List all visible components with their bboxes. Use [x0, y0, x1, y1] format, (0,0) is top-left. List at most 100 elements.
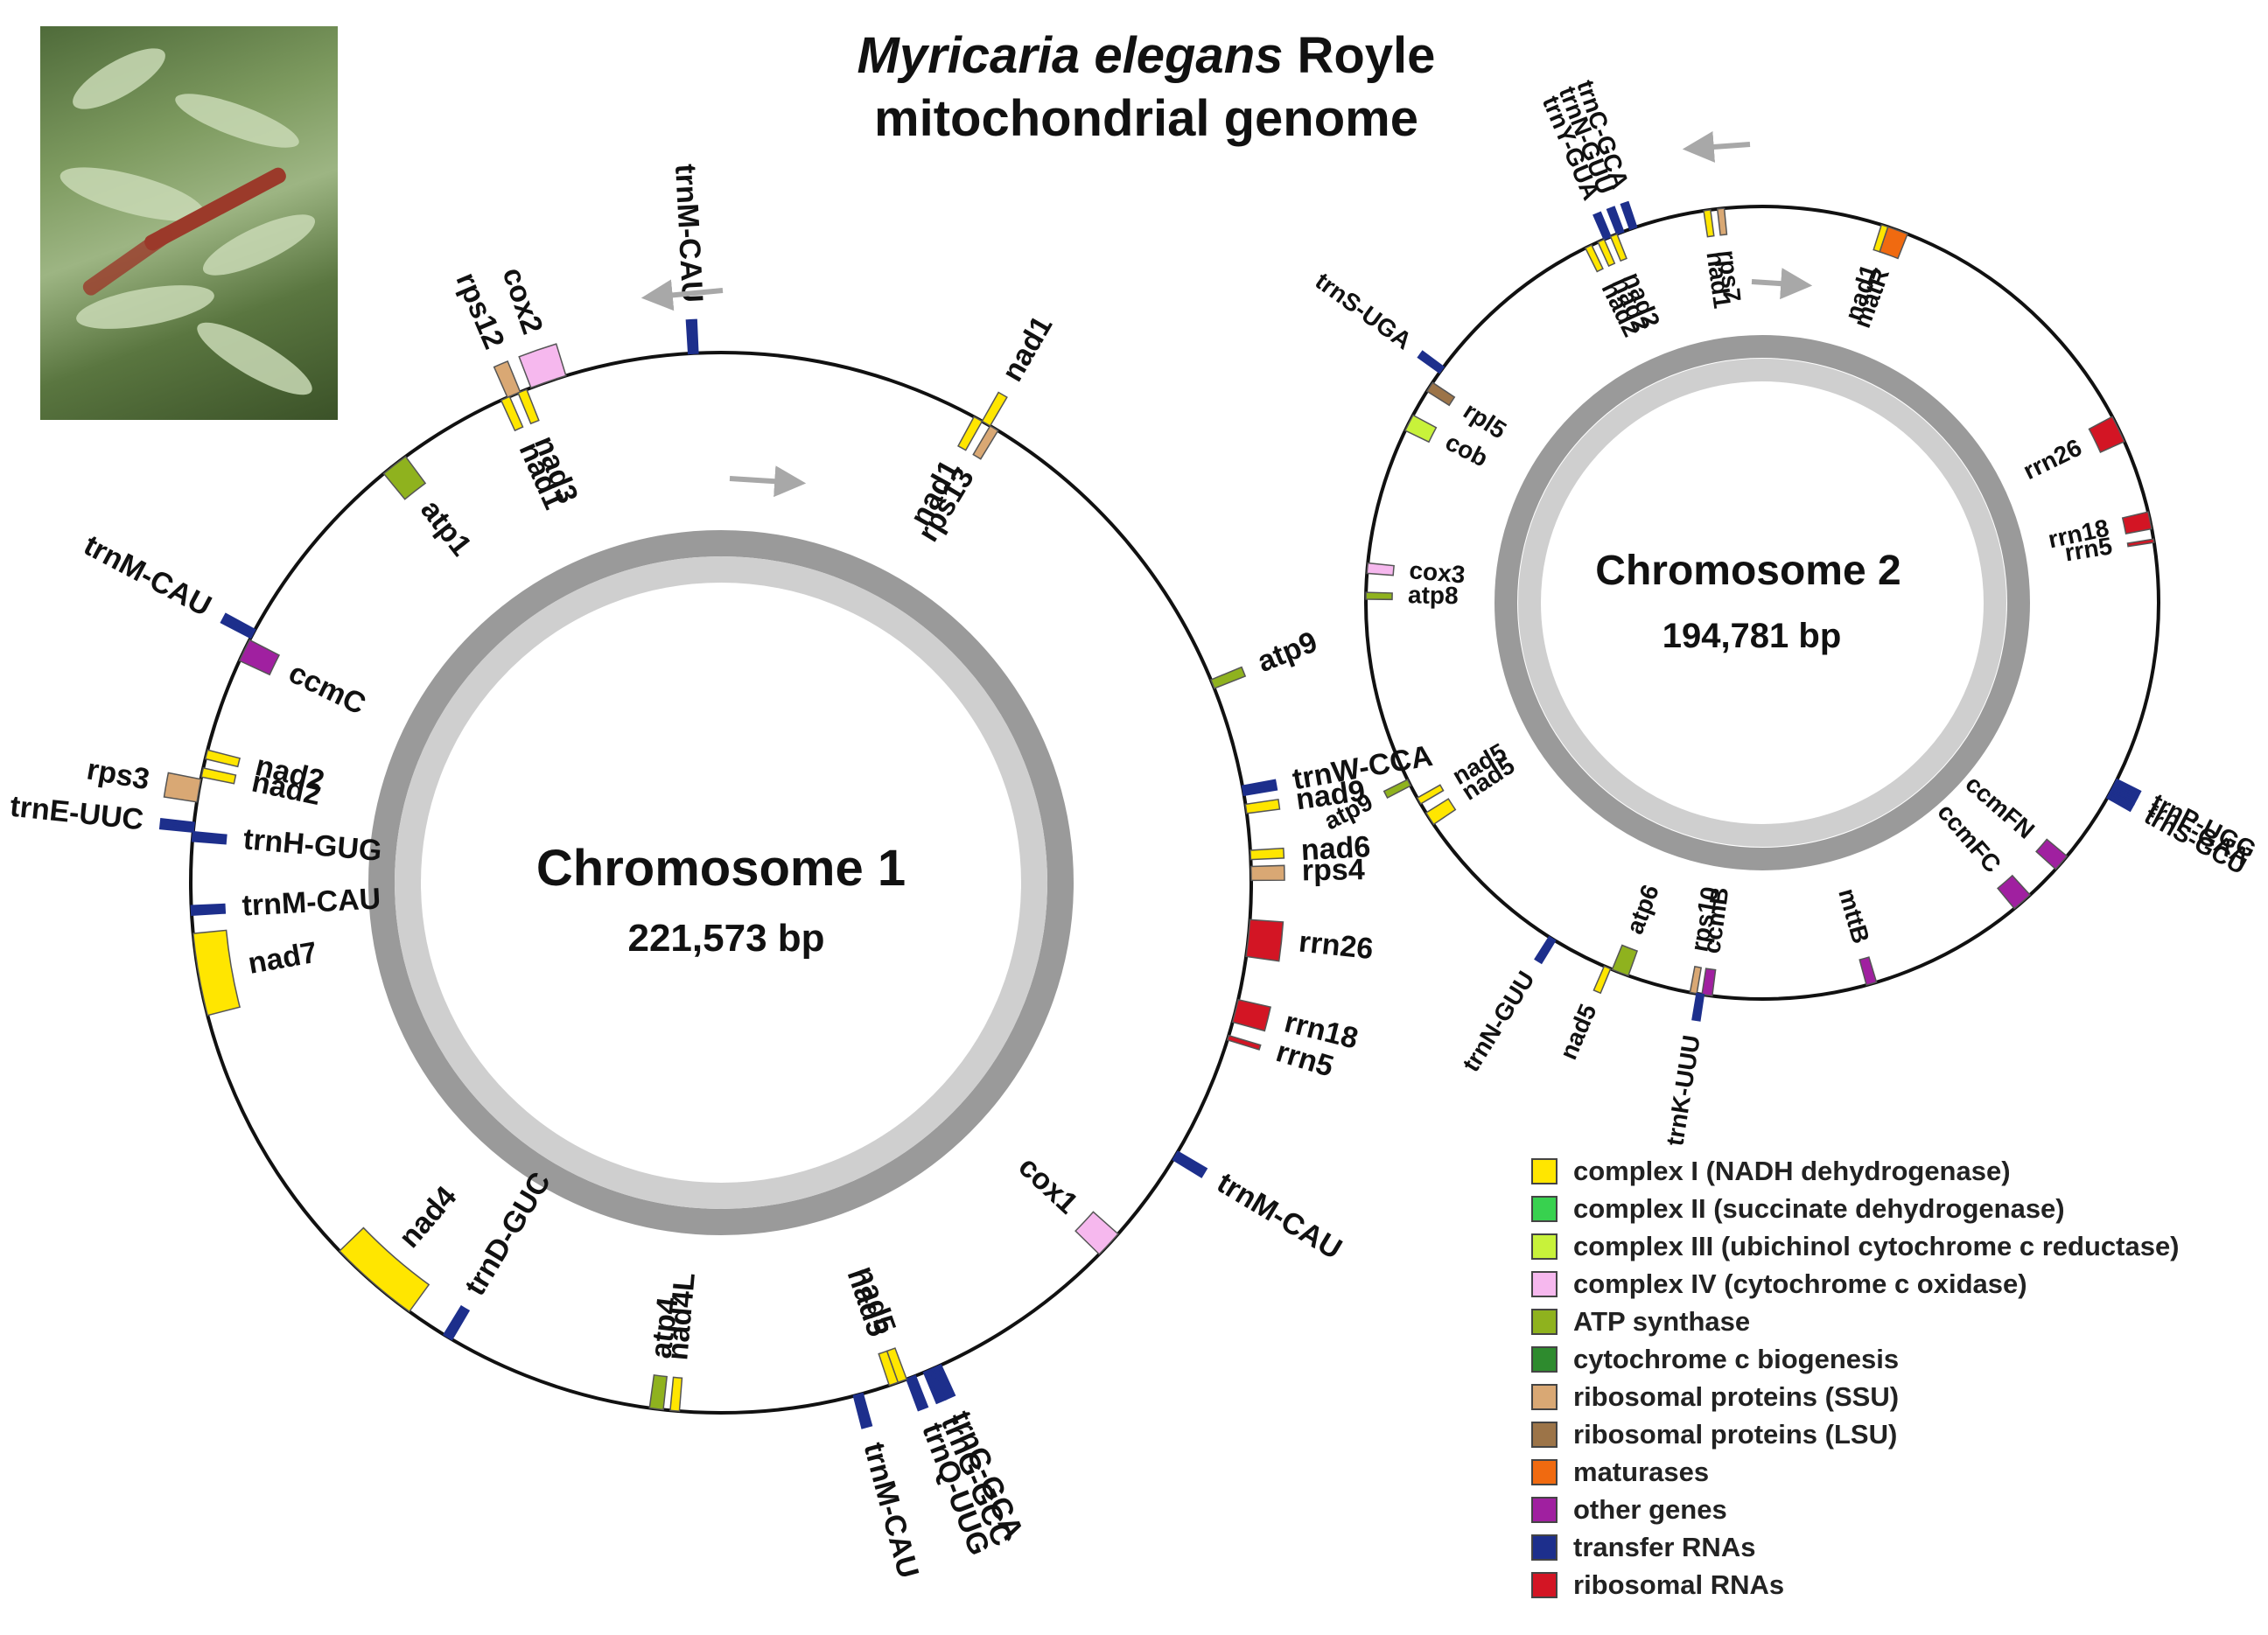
gene-label: cox3 — [1408, 556, 1466, 588]
gene-block — [204, 749, 242, 768]
gene-tick — [935, 1366, 947, 1387]
chr1-gc-ring-inner — [395, 556, 1047, 1209]
gene-block — [2088, 416, 2125, 453]
gene-tick — [191, 908, 213, 912]
gene-label: atp8 — [1408, 581, 1459, 609]
gene-block — [1250, 864, 1285, 882]
gene-block — [1074, 1211, 1119, 1255]
gene-label: trnM-CAU — [79, 528, 217, 623]
legend-item: ribosomal proteins (SSU) — [1531, 1379, 1899, 1415]
figure-title: Myricaria elegans Royle mitochondrial ge… — [665, 24, 1628, 150]
legend-label: ATP synthase — [1573, 1306, 1751, 1337]
chr2-backbone — [1364, 205, 2160, 1001]
gene-tick — [1696, 994, 1702, 1016]
gene-block — [1997, 874, 2032, 910]
chr2-name: Chromosome 2 — [1595, 548, 1900, 594]
gene-label: nad6 — [1300, 830, 1371, 867]
gene-tick — [192, 835, 214, 840]
gene-label: atp4 — [644, 1296, 684, 1360]
gene-block — [1382, 779, 1412, 800]
gene-label: trnE-UUC — [9, 790, 145, 837]
legend-swatch — [1531, 1196, 1558, 1222]
gene-tick — [2115, 781, 2135, 793]
gene-label: rps4 — [1302, 853, 1366, 887]
legend-swatch — [1531, 1346, 1558, 1373]
title-author: Royle — [1283, 27, 1436, 84]
gene-block — [1416, 784, 1445, 805]
gene-tick — [1598, 218, 1608, 239]
legend-label: ribosomal proteins (LSU) — [1573, 1419, 1898, 1450]
gene-block — [1879, 226, 1909, 260]
legend-label: complex I (NADH dehydrogenase) — [1573, 1156, 2011, 1186]
chr1-name: Chromosome 1 — [536, 840, 906, 897]
gene-tick — [1625, 207, 1634, 229]
gene-block — [878, 1350, 900, 1387]
gene-label: cox1 — [1012, 1150, 1085, 1221]
legend-swatch — [1531, 1459, 1558, 1485]
gene-label: trnH-GUG — [242, 822, 383, 868]
gene-block — [517, 388, 540, 425]
gene-tick — [172, 824, 194, 828]
gene-block — [1365, 591, 1393, 601]
legend-swatch — [1531, 1233, 1558, 1260]
gene-block — [1611, 944, 1639, 977]
gene-tick — [1174, 1155, 1194, 1168]
gene-label: nad4L — [661, 1271, 702, 1361]
gene-block — [1609, 233, 1628, 262]
legend-swatch — [1531, 1158, 1558, 1184]
chr1-size: 221,573 bp — [627, 917, 824, 960]
gene-block — [957, 416, 984, 451]
gene-block — [2035, 838, 2068, 870]
gene-block — [1584, 244, 1604, 273]
gene-block — [2126, 538, 2155, 548]
gene-block — [648, 1373, 668, 1411]
gene-label: mttB — [1833, 885, 1874, 947]
gene-label: nad1 — [996, 311, 1060, 388]
gene-label: nad4 — [393, 1180, 464, 1254]
legend-swatch — [1531, 1497, 1558, 1523]
legend-item: transfer RNAs — [1531, 1529, 1755, 1566]
gene-tick — [2108, 793, 2128, 807]
gene-block — [1858, 956, 1878, 986]
gene-block — [339, 1226, 430, 1313]
legend-label: cytochrome c biogenesis — [1573, 1344, 1900, 1374]
legend-swatch — [1531, 1271, 1558, 1297]
gene-tick — [910, 1377, 920, 1398]
chromosome-2-map: trnC-GCAtrnN-GUUtrnY-GUAnad2nad2nad2rps7… — [1311, 77, 2261, 1148]
gene-tick — [2111, 787, 2132, 800]
gene-tick — [857, 1394, 865, 1415]
gene-label: atp6 — [1620, 881, 1664, 938]
gene-block — [382, 455, 427, 500]
legend-item: complex IV (cytochrome c oxidase) — [1531, 1266, 2027, 1303]
gene-label: ccmC — [284, 656, 371, 722]
legend-label: complex III (ubichinol cytochrome c redu… — [1573, 1231, 2180, 1261]
gene-block — [518, 343, 567, 389]
legend-item: ATP synthase — [1531, 1303, 1750, 1340]
gene-label: trnD-GUC — [458, 1167, 557, 1302]
gene-tick — [1612, 213, 1621, 234]
gene-tick — [691, 332, 695, 353]
legend-label: ribosomal proteins (SSU) — [1573, 1381, 1900, 1412]
gene-block — [200, 766, 237, 785]
gene-label: nad5 — [1554, 1000, 1601, 1063]
title-species: Myricaria elegans — [857, 27, 1284, 84]
legend-label: complex IV (cytochrome c oxidase) — [1573, 1268, 2027, 1299]
plant-photo — [40, 26, 338, 420]
gene-tick — [1242, 786, 1264, 792]
gene-label: trnM-CAU — [1211, 1166, 1348, 1266]
chr1-gc-ring-outer — [368, 530, 1074, 1235]
gene-label: atp1 — [414, 493, 478, 562]
gene-tick — [1424, 356, 1443, 371]
legend-item: cytochrome c biogenesis — [1531, 1341, 1899, 1378]
gene-block — [1231, 998, 1272, 1032]
gene-block — [192, 929, 242, 1017]
legend-label: maturases — [1573, 1457, 1710, 1487]
legend-item: ribosomal RNAs — [1531, 1567, 1784, 1604]
gene-label: trnK-UUU — [1661, 1033, 1705, 1148]
chr2-direction-arrow-inner — [1751, 268, 1813, 300]
gene-block — [1689, 966, 1703, 995]
legend-item: ribosomal proteins (LSU) — [1531, 1416, 1897, 1453]
legend-swatch — [1531, 1534, 1558, 1561]
gene-block — [2121, 511, 2152, 535]
